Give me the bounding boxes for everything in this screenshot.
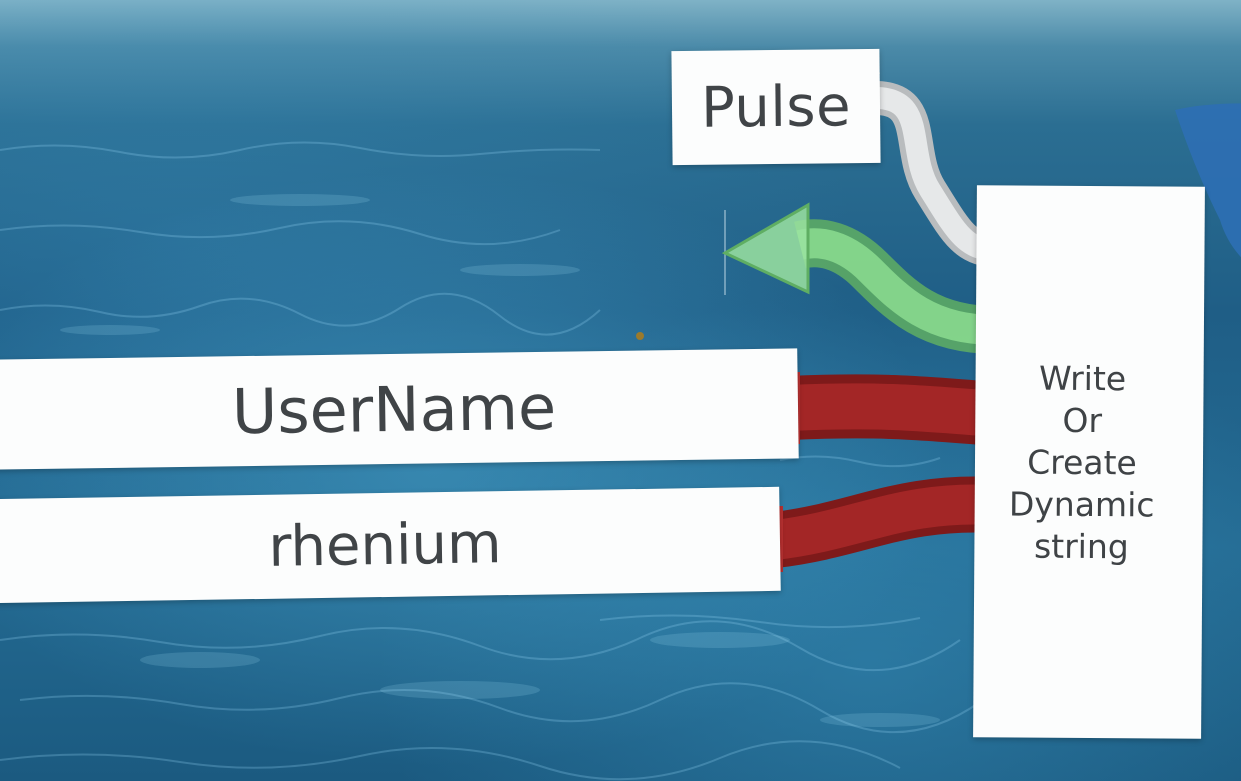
blue-bowl-object (1175, 103, 1241, 258)
write-node-title: Write Or Create Dynamic string (1008, 358, 1155, 567)
rhenium-node-label: rhenium (267, 510, 503, 580)
username-node-label: UserName (231, 370, 557, 448)
rhenium-string-node[interactable]: rhenium (0, 486, 781, 604)
pulse-node[interactable]: Pulse (671, 48, 881, 166)
write-or-create-dynamic-string-node[interactable]: Write Or Create Dynamic string (973, 185, 1205, 739)
pulse-node-label: Pulse (700, 73, 852, 141)
bool-arrow-head[interactable] (721, 202, 810, 295)
username-string-node[interactable]: UserName (0, 348, 799, 470)
orange-dot (636, 332, 644, 340)
